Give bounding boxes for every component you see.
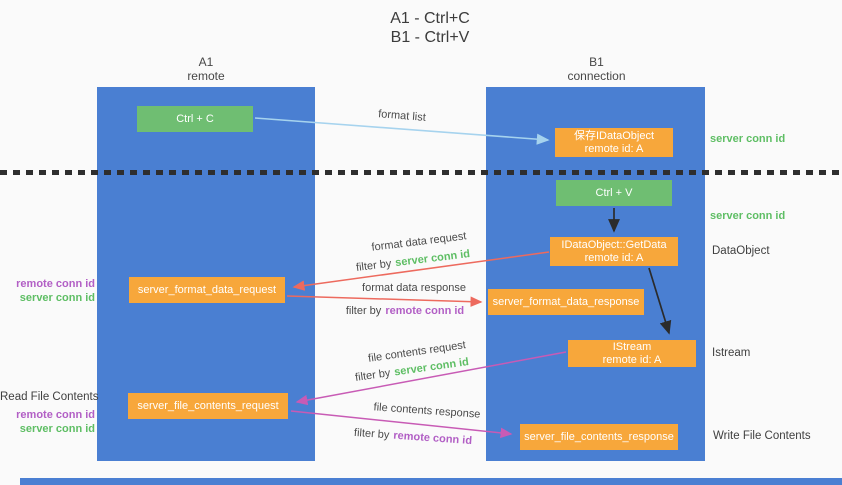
node-istream-line2: remote id: A — [602, 353, 662, 366]
node-save-idataobject-line2: remote id: A — [584, 142, 644, 155]
right-label-write-file-contents: Write File Contents — [713, 430, 811, 442]
title-line-b1: B1 - Ctrl+V — [390, 29, 470, 46]
node-server-format-data-request: server_format_data_request — [129, 277, 285, 303]
left-label-remote-conn-id-2: remote conn id — [16, 409, 95, 421]
node-istream: IStream remote id: A — [568, 340, 696, 367]
node-server-format-data-response: server_format_data_response — [488, 289, 644, 315]
left-label-server-conn-id-2: server conn id — [19, 423, 95, 435]
node-save-idataobject-line1: 保存IDataObject — [573, 129, 655, 142]
title-line-a1: A1 - Ctrl+C — [390, 10, 470, 27]
arrow-format-data-response — [286, 295, 483, 307]
node-ctrl-c: Ctrl + C — [137, 106, 253, 132]
node-idataobject-getdata: IDataObject::GetData remote id: A — [550, 237, 678, 266]
filter-by-text: filter by — [353, 426, 390, 442]
arrow-getdata-to-istream — [648, 267, 672, 335]
node-server-format-data-response-label: server_format_data_response — [492, 295, 640, 308]
node-server-format-data-request-label: server_format_data_request — [137, 283, 277, 296]
node-save-idataobject: 保存IDataObject remote id: A — [555, 128, 673, 157]
node-server-file-contents-request-label: server_file_contents_request — [137, 399, 279, 412]
node-istream-line1: IStream — [612, 340, 652, 353]
node-ctrl-v-label: Ctrl + V — [595, 186, 633, 199]
right-label-dataobject: DataObject — [712, 245, 770, 257]
node-ctrl-v: Ctrl + V — [556, 180, 672, 206]
diagram-title: A1 - Ctrl+C B1 - Ctrl+V — [320, 9, 540, 47]
lifeline-b1-role: connection — [567, 69, 626, 83]
node-idataobject-getdata-line2: remote id: A — [584, 251, 644, 264]
filter-by-text: filter by — [345, 305, 382, 317]
lifeline-a1-name: A1 — [198, 55, 214, 69]
arrow-file-contents-request — [295, 351, 567, 406]
left-label-server-conn-id-1: server conn id — [19, 292, 95, 304]
arrow-format-list — [254, 117, 550, 145]
bottom-scrollbar[interactable] — [20, 478, 842, 485]
label-format-data-response: format data response — [362, 282, 466, 294]
left-label-remote-conn-id-1: remote conn id — [16, 278, 95, 290]
lifeline-b1-header: B1 connection — [487, 55, 706, 83]
arrow-file-contents-response — [290, 410, 513, 439]
node-ctrl-c-label: Ctrl + C — [176, 112, 214, 125]
node-server-file-contents-request: server_file_contents_request — [128, 393, 288, 419]
right-label-istream: Istream — [712, 347, 751, 359]
lifeline-b1-name: B1 — [589, 55, 604, 69]
dotted-divider — [0, 170, 842, 175]
node-idataobject-getdata-line1: IDataObject::GetData — [561, 238, 667, 251]
left-label-read-file-contents: Read File Contents — [0, 391, 99, 403]
node-server-file-contents-response-label: server_file_contents_response — [524, 430, 674, 443]
remote-conn-id-text: remote conn id — [385, 305, 465, 317]
arrow-format-data-request — [292, 251, 550, 291]
right-label-server-conn-id-1: server conn id — [710, 133, 786, 145]
lifeline-a1-role: remote — [187, 69, 225, 83]
lifeline-a1-header: A1 remote — [97, 55, 315, 83]
right-label-server-conn-id-2: server conn id — [710, 210, 786, 222]
node-server-file-contents-response: server_file_contents_response — [520, 424, 678, 450]
